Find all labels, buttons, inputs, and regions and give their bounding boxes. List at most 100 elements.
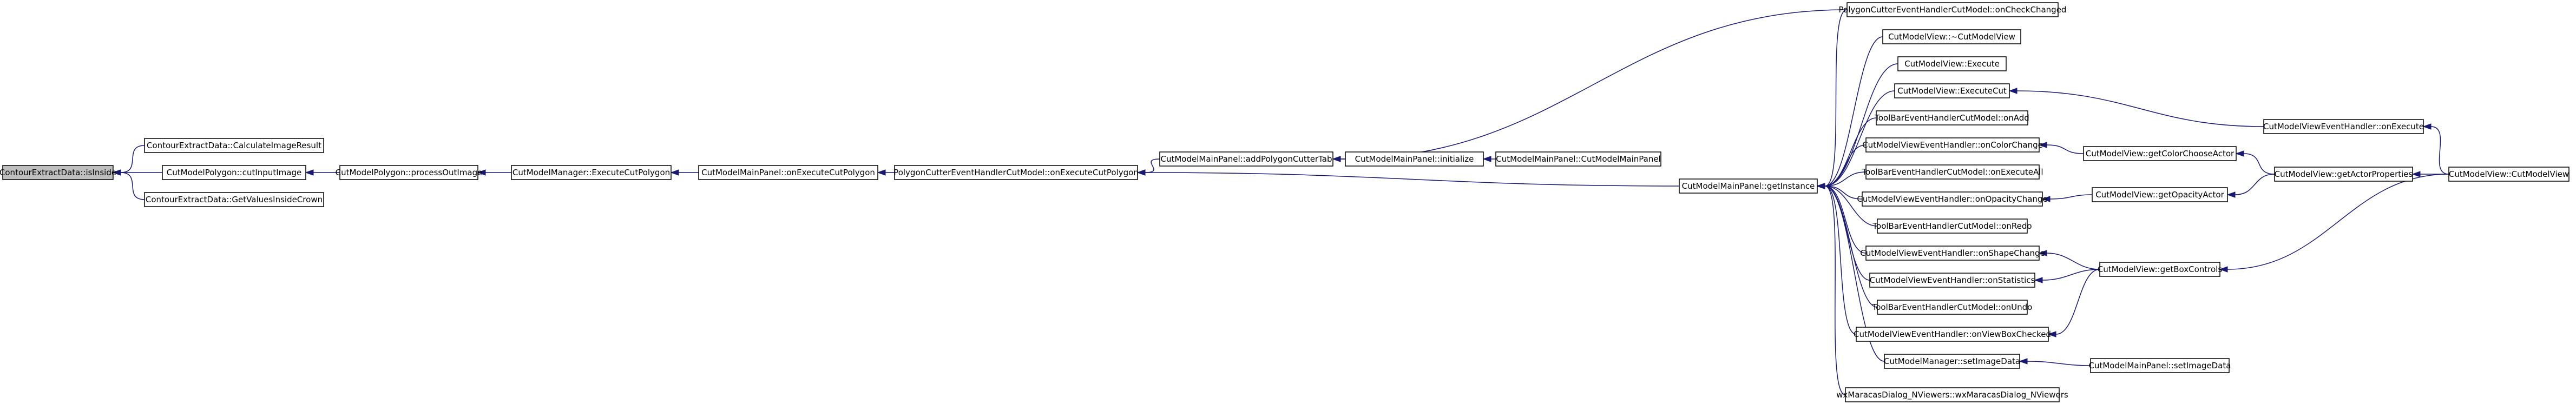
graph-node[interactable]: CutModelView::getColorChooseActor xyxy=(2083,146,2237,161)
node-label: PolygonCutterEventHandlerCutModel::onChe… xyxy=(1839,5,2067,15)
graph-node[interactable]: CutModelMainPanel::initialize xyxy=(1345,151,1484,167)
graph-edge xyxy=(120,145,145,173)
graph-node[interactable]: ToolBarEventHandlerCutModel::onAdd xyxy=(1874,110,2029,125)
node-label: CutModelMainPanel::getInstance xyxy=(1682,181,1815,191)
node-label: CutModelView::CutModelView xyxy=(2449,169,2569,179)
graph-node[interactable]: CutModelView::~CutModelView xyxy=(1882,29,2021,44)
graph-node[interactable]: CutModelView::getOpacityActor xyxy=(2092,187,2228,202)
node-box xyxy=(2083,146,2237,161)
node-box xyxy=(1876,110,2028,125)
graph-node[interactable]: wxMaracasDialog_NViewers::wxMaracasDialo… xyxy=(1836,387,2068,402)
node-label: CutModelPolygon::cutInputImage xyxy=(167,168,301,177)
node-label: CutModelViewEventHandler::onOpacityChang… xyxy=(1857,194,2047,204)
graph-node[interactable]: CutModelViewEventHandler::onShapeChange xyxy=(1860,246,2045,261)
graph-node[interactable]: CutModelPolygon::cutInputImage xyxy=(162,165,306,180)
graph-node[interactable]: PolygonCutterEventHandlerCutModel::onExe… xyxy=(893,165,1139,180)
graph-edge xyxy=(1824,9,1848,187)
graph-node[interactable]: CutModelViewEventHandler::onStatistics xyxy=(1869,273,2035,288)
graph-node[interactable]: CutModelMainPanel::setImageData xyxy=(2089,358,2231,373)
node-label: CutModelMainPanel::setImageData xyxy=(2089,361,2231,370)
graph-node[interactable]: CutModelView::CutModelView xyxy=(2448,167,2570,182)
graph-node[interactable]: CutModelView::ExecuteCut xyxy=(1894,83,2010,98)
node-label: CutModelViewEventHandler::onShapeChange xyxy=(1860,248,2045,258)
arrowhead xyxy=(1136,169,1146,176)
node-box xyxy=(698,165,878,180)
node-label: CutModelPolygon::processOutImage xyxy=(336,168,483,177)
node-label: ToolBarEventHandlerCutModel::onRedo xyxy=(1872,221,2032,231)
graph-node[interactable]: ToolBarEventHandlerCutModel::onExecuteAl… xyxy=(1861,164,2043,180)
graph-node[interactable]: CutModelViewEventHandler::onColorChange xyxy=(1862,137,2043,153)
node-label: CutModelView::getActorProperties xyxy=(2275,169,2413,179)
arrowhead xyxy=(2008,88,2018,94)
node-label: CutModelView::ExecuteCut xyxy=(1897,86,2007,96)
graph-node[interactable]: CutModelView::getBoxControls xyxy=(2098,262,2223,277)
arrowhead xyxy=(1332,156,1341,162)
node-box xyxy=(2263,119,2424,134)
graph-edge xyxy=(2235,174,2275,195)
node-label: ContourExtractData::CalculateImageResult xyxy=(147,141,321,150)
graph-edge xyxy=(1824,186,1857,335)
graph-node[interactable]: CutModelMainPanel::getInstance xyxy=(1679,178,1818,194)
graph-node[interactable]: CutModelPolygon::processOutImage xyxy=(336,165,483,180)
graph-node[interactable]: CutModelMainPanel::CutModelMainPanel xyxy=(1495,151,1661,167)
graph-node[interactable]: ToolBarEventHandlerCutModel::onUndo xyxy=(1872,300,2033,315)
graph-node[interactable]: CutModelView::getActorProperties xyxy=(2274,167,2413,182)
node-box xyxy=(1894,83,2010,98)
arrowhead xyxy=(670,169,679,176)
graph-edge xyxy=(2016,90,2264,127)
graph-node[interactable]: ToolBarEventHandlerCutModel::onRedo xyxy=(1872,218,2032,234)
node-box xyxy=(2099,262,2220,277)
graph-edge xyxy=(2046,144,2084,154)
arrowhead xyxy=(2019,358,2028,365)
arrowhead xyxy=(2226,191,2236,198)
arrowhead xyxy=(1482,156,1491,162)
graph-node[interactable]: ContourExtractData::GetValuesInsideCrown xyxy=(144,192,324,207)
arrowhead xyxy=(2219,266,2228,273)
arrowhead xyxy=(1816,183,1825,189)
node-box xyxy=(1884,354,2020,369)
node-box xyxy=(1846,2,2059,17)
graph-edge xyxy=(2243,153,2275,175)
node-box xyxy=(1865,137,2040,153)
node-box xyxy=(2448,167,2570,182)
graph-node[interactable]: CutModelMainPanel::addPolygonCutterTab xyxy=(1159,151,1333,167)
node-label: CutModelView::getBoxControls xyxy=(2098,264,2223,274)
node-label: CutModelMainPanel::onExecuteCutPolygon xyxy=(701,168,875,177)
graph-node[interactable]: CutModelViewEventHandler::onViewBoxCheck… xyxy=(1854,327,2051,342)
graph-edge xyxy=(1340,9,1848,160)
graph-node[interactable]: CutModelViewEventHandler::onExecute xyxy=(2263,119,2424,134)
node-label: CutModelManager::ExecuteCutPolygon xyxy=(512,168,670,177)
graph-edge xyxy=(1824,186,1863,200)
node-box xyxy=(2092,187,2228,202)
node-box xyxy=(144,192,324,207)
node-box xyxy=(1345,151,1484,167)
graph-edge xyxy=(2027,361,2091,366)
graph-edge xyxy=(1824,171,1867,187)
graph-edge xyxy=(1145,158,1160,173)
graph-edge xyxy=(2049,194,2093,200)
graph-node[interactable]: CutModelMainPanel::onExecuteCutPolygon xyxy=(698,165,878,180)
node-box xyxy=(162,165,306,180)
graph-edge xyxy=(2055,269,2100,335)
graph-edge xyxy=(1824,186,1885,362)
arrowhead xyxy=(2235,150,2244,157)
graph-node[interactable]: CutModelViewEventHandler::onOpacityChang… xyxy=(1857,191,2048,207)
node-label: CutModelView::getOpacityActor xyxy=(2095,190,2224,200)
graph-node[interactable]: CutModelManager::ExecuteCutPolygon xyxy=(511,165,672,180)
node-box xyxy=(894,165,1138,180)
node-label: ContourExtractData::GetValuesInsideCrown xyxy=(146,195,323,204)
graph-node[interactable]: ContourExtractData::isInside xyxy=(0,165,116,180)
graph-node[interactable]: PolygonCutterEventHandlerCutModel::onChe… xyxy=(1839,2,2067,17)
arrowhead xyxy=(2041,196,2051,202)
graph-node[interactable]: CutModelManager::setImageData xyxy=(1884,354,2020,369)
node-box xyxy=(1495,151,1661,167)
arrowhead xyxy=(2034,277,2043,283)
node-label: CutModelViewEventHandler::onStatistics xyxy=(1870,275,2035,285)
arrowhead xyxy=(477,169,486,176)
node-label: CutModelViewEventHandler::onViewBoxCheck… xyxy=(1854,329,2051,339)
graph-edge xyxy=(1824,144,1867,187)
graph-node[interactable]: CutModelView::Execute xyxy=(1897,56,2007,71)
node-box xyxy=(511,165,672,180)
graph-node[interactable]: ContourExtractData::CalculateImageResult xyxy=(144,138,324,153)
node-box xyxy=(1679,178,1818,194)
